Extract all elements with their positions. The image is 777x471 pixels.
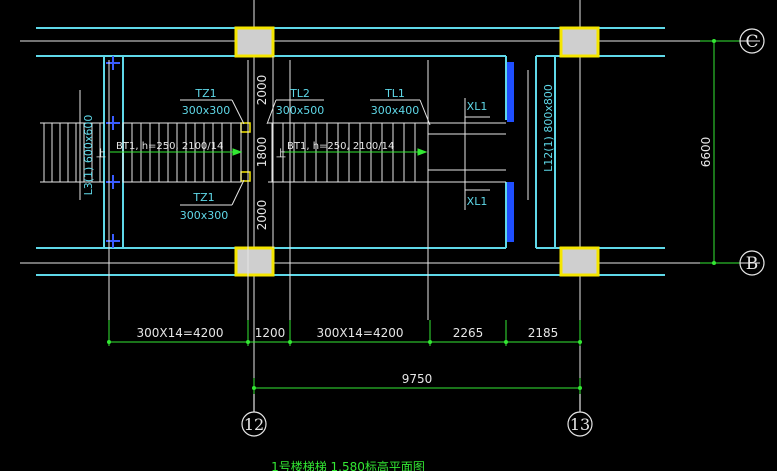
label-l3: L3(1) 600x600 [82,115,95,196]
dim-1200: 1200 [255,326,286,340]
axis-label-b: B [746,254,759,274]
dim-6600: 6600 [699,137,713,168]
label-tz1-bottom: TZ1 [192,191,214,204]
marker-crosses [106,56,120,248]
stair-treads [40,60,506,320]
axis-label-12: 12 [244,415,264,434]
window-top [507,62,514,122]
axis-bubbles [241,28,765,437]
window-bottom [507,182,514,242]
dim-2185: 2185 [528,326,559,340]
label-bt1-right: BT1, h=250, 2100/14 [287,141,394,152]
label-tz1-bottom-size: 300x300 [180,209,229,222]
label-xl1-bottom: XL1 [467,195,488,208]
dim-ticks [107,39,716,390]
dim-9750: 9750 [402,372,433,386]
vertical-dim-lines [268,56,278,248]
leader-lines [79,70,529,210]
label-l12: L12(1) 800x800 [542,84,555,172]
dim-300x14-right: 300X14=4200 [317,326,404,340]
label-up-left: 上 [96,148,106,160]
dim-300x14-left: 300X14=4200 [137,326,224,340]
label-tl2: TL2 [289,87,310,100]
columns [234,26,600,277]
label-tl1-size: 300x400 [371,104,420,117]
drawing-title: 1号楼梯梯 1.580标高平面图 [271,459,425,471]
label-tz1-top-size: 300x300 [182,104,231,117]
axis-label-13: 13 [570,415,590,434]
label-tl2-size: 300x500 [276,104,325,117]
stair-arrows [110,148,428,156]
dim-2265: 2265 [453,326,484,340]
dim-2000-bottom: 2000 [255,200,269,231]
label-tl1: TL1 [384,87,405,100]
label-up-right: 上 [276,148,286,160]
label-tz1-top: TZ1 [194,87,216,100]
axis-label-c: C [745,32,758,52]
dim-1800: 1800 [255,137,269,168]
label-xl1-top: XL1 [467,100,488,113]
label-bt1-left: BT1, h=250, 2100/14 [116,141,223,152]
dim-6600-lines [700,40,740,264]
dim-2000-top: 2000 [255,75,269,106]
